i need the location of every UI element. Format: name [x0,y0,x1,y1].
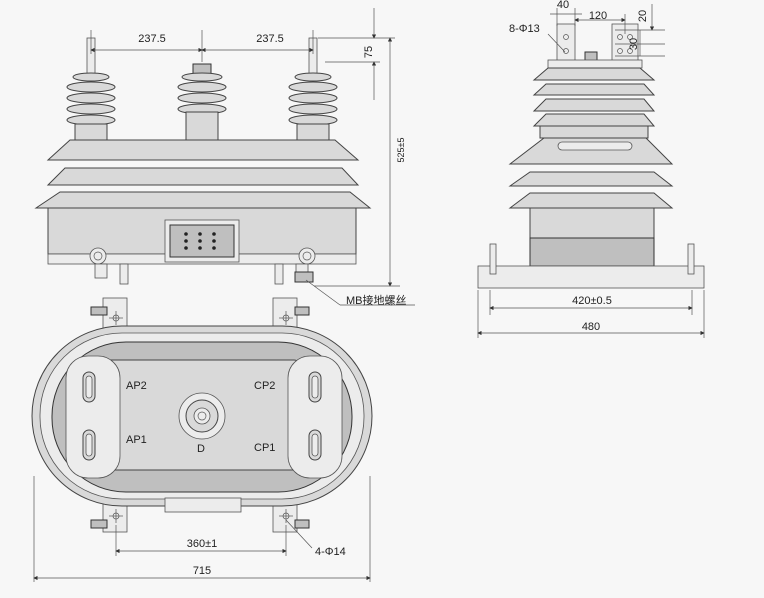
right-bushing [288,37,338,143]
dim-height-525: 525±5 [396,138,406,163]
dim-480: 480 [582,321,600,333]
front-view: 237.5 237.5 75 525±5 MB接地螺丝 [34,8,415,307]
front-middle-shed [46,167,360,186]
left-terminal-pad [65,355,121,479]
top-view: AP2 AP1 CP2 CP1 D 360±1 4-Φ14 715 [31,297,373,582]
dim-360: 360±1 [187,538,218,550]
front-bottom-shed [34,191,372,209]
dim-right-spacing: 237.5 [256,33,284,45]
hole-label: 8-Φ13 [509,23,540,35]
dim-420: 420±0.5 [572,295,612,307]
mount-holes-label: 4-Φ14 [315,546,346,558]
right-terminal-pad [287,355,343,479]
dim-20: 20 [637,10,649,22]
side-base [477,265,705,289]
side-main-body [529,207,655,239]
dim-top-75: 75 [363,46,375,58]
dim-120: 120 [589,10,607,22]
dim-40: 40 [557,0,569,11]
side-view: 40 120 20 30 8-Φ13 420±0.5 480 [477,0,705,338]
terminal-dots [184,232,216,250]
label-cp1: CP1 [254,442,275,454]
left-terminal-plate [556,23,576,65]
left-bushing [66,37,116,143]
front-top-shed [46,139,360,161]
dim-left-spacing: 237.5 [138,33,166,45]
ground-bolt-label: MB接地螺丝 [346,294,407,307]
label-ap1: AP1 [126,434,147,446]
ground-bolt [294,271,314,283]
dim-715: 715 [193,565,211,577]
label-d: D [197,443,205,455]
dim-30: 30 [628,38,640,50]
label-ap2: AP2 [126,380,147,392]
label-cp2: CP2 [254,380,275,392]
mount-hole-markers [109,311,293,523]
center-bushing [177,63,227,141]
